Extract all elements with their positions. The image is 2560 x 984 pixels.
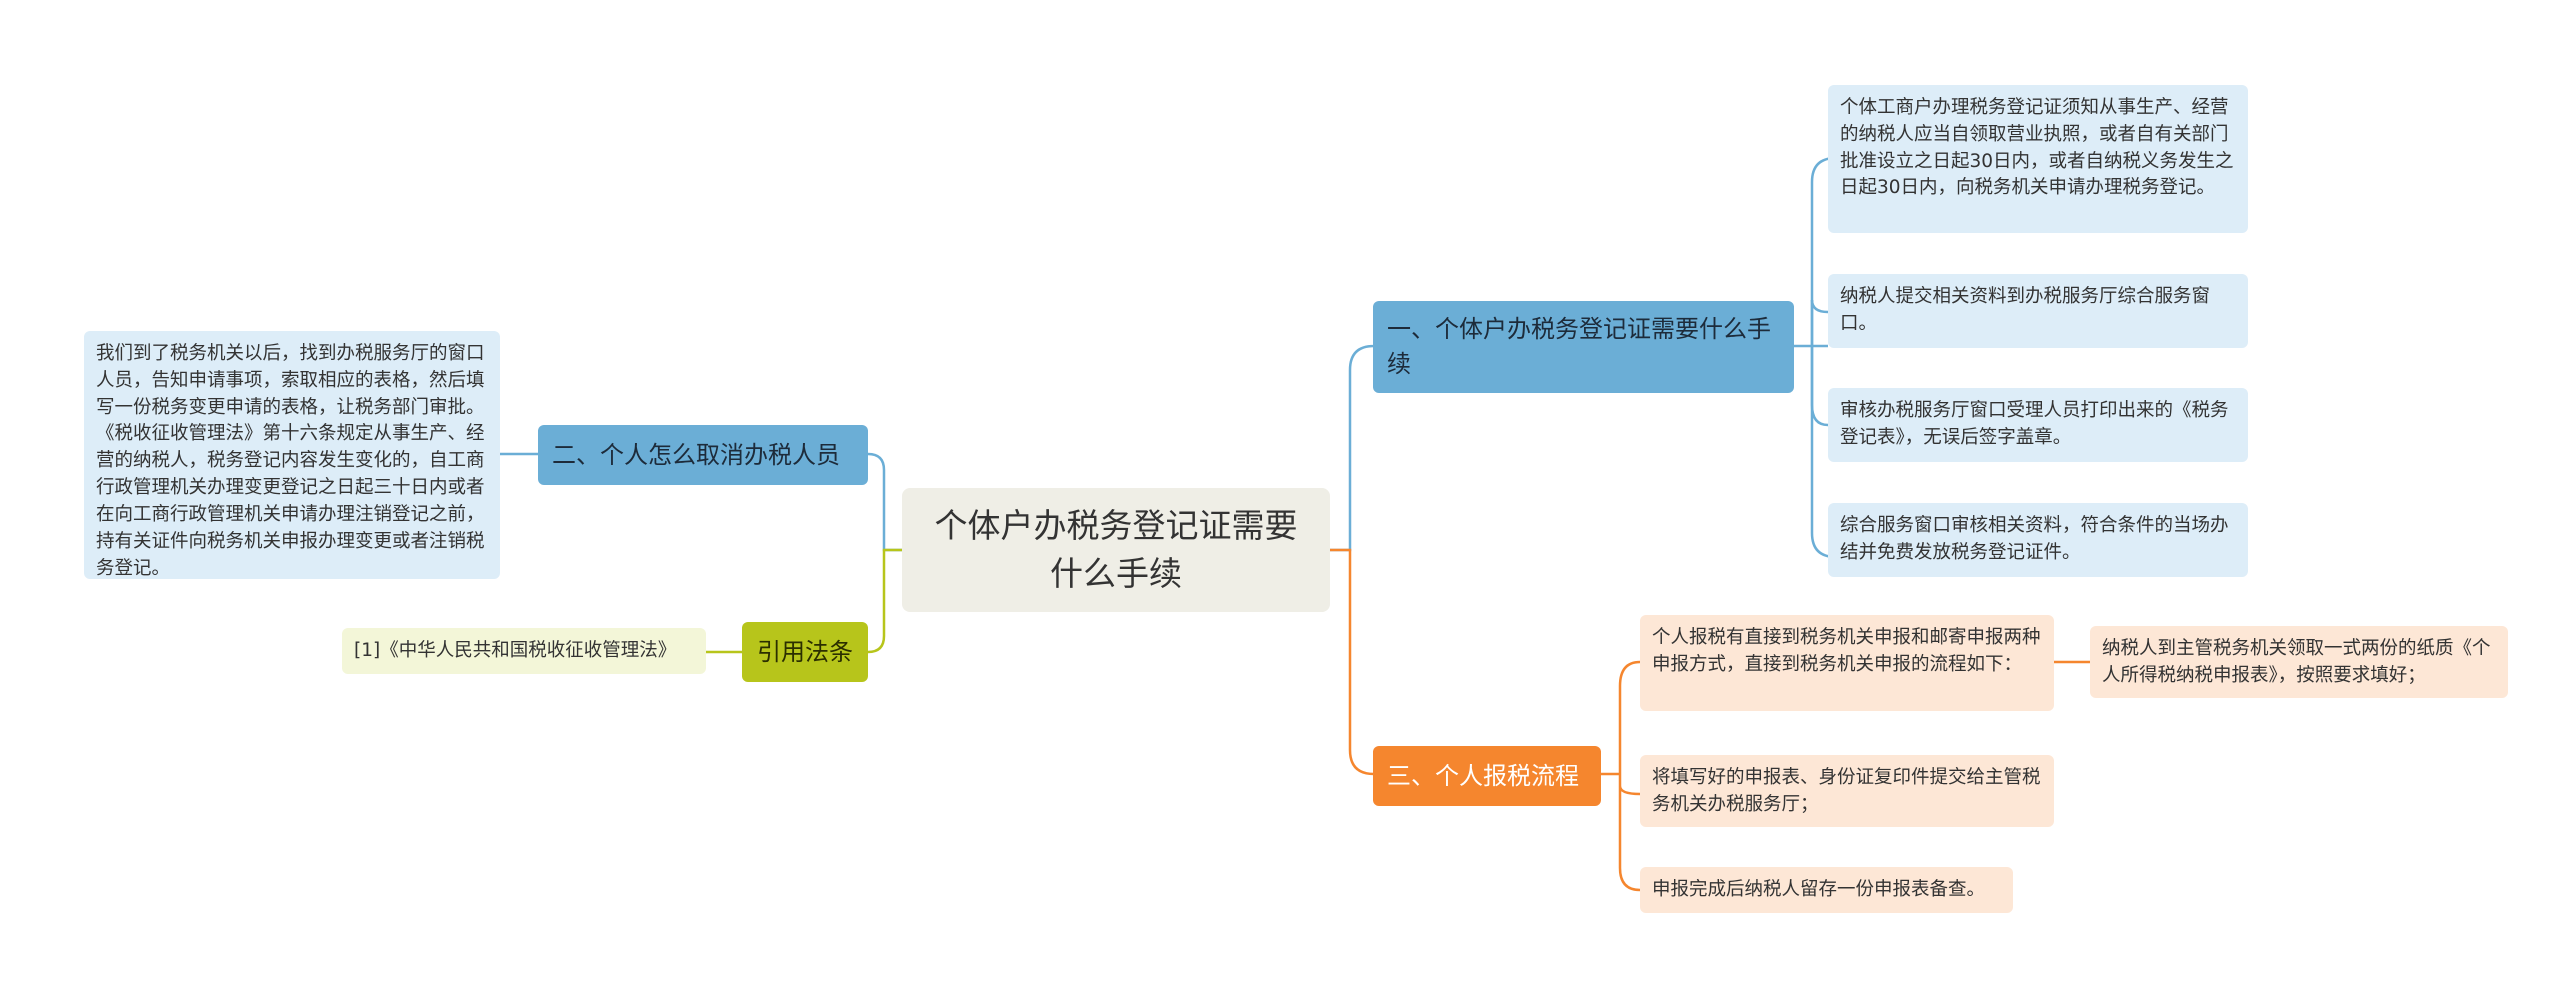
- branch1-label: 一、个体户办税务登记证需要什么手续: [1387, 315, 1771, 378]
- link-branch3-items: [1601, 660, 1641, 892]
- branch3-item-3[interactable]: 申报完成后纳税人留存一份申报表备查。: [1640, 867, 2013, 913]
- branch1-item-2[interactable]: 纳税人提交相关资料到办税服务厅综合服务窗口。: [1828, 274, 2248, 348]
- branch1-item-3[interactable]: 审核办税服务厅窗口受理人员打印出来的《税务登记表》，无误后签字盖章。: [1828, 388, 2248, 462]
- branch1-node[interactable]: 一、个体户办税务登记证需要什么手续: [1373, 301, 1794, 393]
- link-root-branch3: [1330, 548, 1375, 776]
- branch1-item-4[interactable]: 综合服务窗口审核相关资料，符合条件的当场办结并免费发放税务登记证件。: [1828, 503, 2248, 577]
- branch3-label: 三、个人报税流程: [1387, 761, 1579, 790]
- branch3-item-2[interactable]: 将填写好的申报表、身份证复印件提交给主管税务机关办税服务厅；: [1640, 755, 2054, 827]
- link-root-branch1: [1330, 344, 1375, 552]
- link-root-branch2: [867, 452, 902, 552]
- branch3-item-1[interactable]: 个人报税有直接到税务机关申报和邮寄申报两种申报方式，直接到税务机关申报的流程如下…: [1640, 615, 2054, 711]
- link-branch1-items: [1794, 156, 1837, 559]
- branch3-node[interactable]: 三、个人报税流程: [1373, 746, 1601, 806]
- branch4-node[interactable]: 引用法条: [742, 622, 868, 682]
- branch2-item-1[interactable]: 我们到了税务机关以后，找到办税服务厅的窗口人员，告知申请事项，索取相应的表格，然…: [84, 331, 500, 579]
- branch4-item-1[interactable]: [1]《中华人民共和国税收征收管理法》: [342, 628, 706, 674]
- branch2-label: 二、个人怎么取消办税人员: [552, 440, 840, 469]
- link-root-branch4: [867, 548, 902, 654]
- root-label: 个体户办税务登记证需要什么手续: [934, 506, 1298, 593]
- branch3-subitem[interactable]: 纳税人到主管税务机关领取一式两份的纸质《个人所得税纳税申报表》，按照要求填好；: [2090, 626, 2508, 698]
- branch4-label: 引用法条: [757, 637, 853, 666]
- branch1-item-1[interactable]: 个体工商户办理税务登记证须知从事生产、经营的纳税人应当自领取营业执照，或者自有关…: [1828, 85, 2248, 233]
- branch2-node[interactable]: 二、个人怎么取消办税人员: [538, 425, 868, 485]
- root-node[interactable]: 个体户办税务登记证需要什么手续: [902, 488, 1330, 612]
